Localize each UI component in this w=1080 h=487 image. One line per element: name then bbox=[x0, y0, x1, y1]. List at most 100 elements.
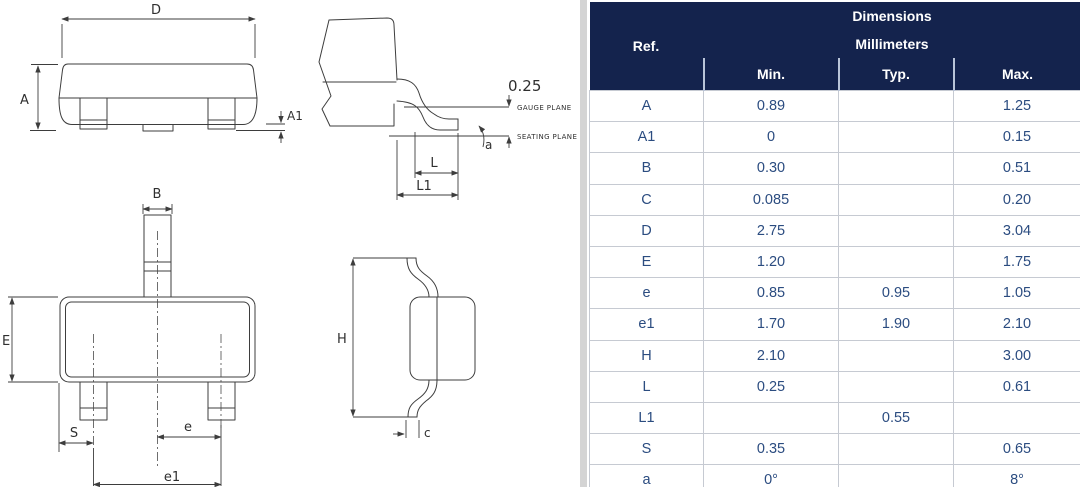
typ-cell bbox=[838, 183, 954, 216]
table-row-L1: L1 0.55 bbox=[589, 401, 1080, 435]
max-column-header: Max. bbox=[952, 58, 1080, 91]
max-cell: 1.25 bbox=[953, 89, 1080, 123]
dimensions-header: Dimensions bbox=[703, 2, 1080, 30]
ref-cell: D bbox=[589, 214, 704, 247]
table-row-A: A 0.89 1.25 bbox=[589, 89, 1080, 123]
typ-cell bbox=[838, 89, 954, 123]
typ-cell: 0.95 bbox=[838, 277, 954, 310]
max-cell: 0.61 bbox=[953, 370, 1080, 403]
package-body-top bbox=[59, 296, 256, 383]
dim-label-l: L bbox=[430, 156, 438, 171]
gull-wing-lead bbox=[396, 78, 459, 131]
seating-plane-label: SEATING PLANE bbox=[517, 133, 577, 141]
package-body-front bbox=[58, 63, 258, 99]
ref-cell: H bbox=[589, 339, 704, 372]
ref-cell: S bbox=[589, 433, 704, 466]
max-cell: 3.00 bbox=[953, 339, 1080, 372]
dim-label-angle: a bbox=[485, 138, 492, 152]
typ-cell bbox=[838, 214, 954, 247]
ref-cell: e bbox=[589, 277, 704, 310]
dim-label-b: B bbox=[153, 187, 162, 202]
ref-cell: L1 bbox=[589, 401, 704, 435]
max-cell: 0.20 bbox=[953, 183, 1080, 216]
package-body-side bbox=[318, 17, 398, 127]
typ-cell bbox=[838, 121, 954, 154]
min-cell: 0 bbox=[703, 121, 839, 154]
table-row-D: D 2.75 3.04 bbox=[589, 214, 1080, 247]
max-cell: 8° bbox=[953, 464, 1080, 487]
front-view-drawing: D A A1 bbox=[20, 3, 303, 143]
min-cell bbox=[703, 401, 839, 435]
min-cell: 0.35 bbox=[703, 433, 839, 466]
profile-view-drawing: H c bbox=[337, 257, 476, 440]
max-cell: 3.04 bbox=[953, 214, 1080, 247]
ref-cell: L bbox=[589, 370, 704, 403]
dim-label-c: c bbox=[424, 426, 431, 440]
table-row-E: E 1.20 1.75 bbox=[589, 245, 1080, 279]
table-row-B: B 0.30 0.51 bbox=[589, 152, 1080, 185]
centerlines bbox=[93, 231, 222, 468]
ref-cell: e1 bbox=[589, 308, 704, 341]
table-row-a: a 0° 8° bbox=[589, 464, 1080, 487]
max-cell: 1.75 bbox=[953, 245, 1080, 279]
front-leads bbox=[79, 97, 236, 132]
table-row-H: H 2.10 3.00 bbox=[589, 339, 1080, 372]
top-view-drawing: B E S bbox=[2, 187, 256, 487]
max-cell: 0.65 bbox=[953, 433, 1080, 466]
min-cell: 0.85 bbox=[703, 277, 839, 310]
min-cell: 2.10 bbox=[703, 339, 839, 372]
max-cell bbox=[953, 401, 1080, 435]
package-body-profile bbox=[409, 296, 476, 381]
dim-label-e-body: E bbox=[2, 334, 10, 349]
ref-cell: A bbox=[589, 89, 704, 123]
table-row-e1: e1 1.70 1.90 2.10 bbox=[589, 308, 1080, 341]
profile-top-lead bbox=[406, 257, 439, 298]
table-row-L: L 0.25 0.61 bbox=[589, 370, 1080, 403]
min-column-header: Min. bbox=[702, 58, 839, 91]
typ-cell bbox=[838, 370, 954, 403]
gauge-plane-label: GAUGE PLANE bbox=[517, 104, 572, 112]
profile-bottom-lead bbox=[407, 379, 438, 418]
max-cell: 1.05 bbox=[953, 277, 1080, 310]
typ-cell bbox=[838, 245, 954, 279]
table-row-e: e 0.85 0.95 1.05 bbox=[589, 277, 1080, 310]
typ-cell bbox=[838, 339, 954, 372]
ref-cell: E bbox=[589, 245, 704, 279]
min-cell: 2.75 bbox=[703, 214, 839, 247]
min-cell: 1.70 bbox=[703, 308, 839, 341]
min-cell: 0.25 bbox=[703, 370, 839, 403]
dim-label-h: H bbox=[337, 332, 347, 347]
ref-cell: A1 bbox=[589, 121, 704, 154]
max-cell: 2.10 bbox=[953, 308, 1080, 341]
typ-cell: 0.55 bbox=[838, 401, 954, 435]
table-row-A1: A1 0 0.15 bbox=[589, 121, 1080, 154]
typ-cell: 1.90 bbox=[838, 308, 954, 341]
min-cell: 0.085 bbox=[703, 183, 839, 216]
min-cell: 0.89 bbox=[703, 89, 839, 123]
dim-label-e1: e1 bbox=[164, 470, 180, 485]
millimeters-header: Millimeters bbox=[703, 30, 1080, 58]
typ-cell bbox=[838, 433, 954, 466]
dim-label-a: A bbox=[20, 93, 29, 108]
ref-cell: B bbox=[589, 152, 704, 185]
typ-cell bbox=[838, 464, 954, 487]
ref-header: Ref. bbox=[589, 2, 704, 91]
gauge-offset-label: 0.25 bbox=[508, 77, 541, 95]
max-cell: 0.15 bbox=[953, 121, 1080, 154]
package-outline-drawings: D A A1 bbox=[2, 3, 577, 487]
max-cell: 0.51 bbox=[953, 152, 1080, 185]
typ-cell bbox=[838, 152, 954, 185]
dimensions-table: Ref. Dimensions Millimeters Min. Typ. Ma… bbox=[589, 2, 1080, 487]
ref-cell: C bbox=[589, 183, 704, 216]
lead-side-view-drawing: 0.25 GAUGE PLANE SEATING PLANE a L L1 bbox=[318, 17, 577, 200]
min-cell: 0.30 bbox=[703, 152, 839, 185]
bottom-leads bbox=[79, 381, 236, 421]
ref-cell: a bbox=[589, 464, 704, 487]
dim-label-e: e bbox=[184, 420, 192, 435]
table-row-C: C 0.085 0.20 bbox=[589, 183, 1080, 216]
typ-column-header: Typ. bbox=[837, 58, 954, 91]
dim-label-s: S bbox=[70, 426, 78, 441]
dim-label-l1: L1 bbox=[416, 179, 432, 194]
min-cell: 0° bbox=[703, 464, 839, 487]
